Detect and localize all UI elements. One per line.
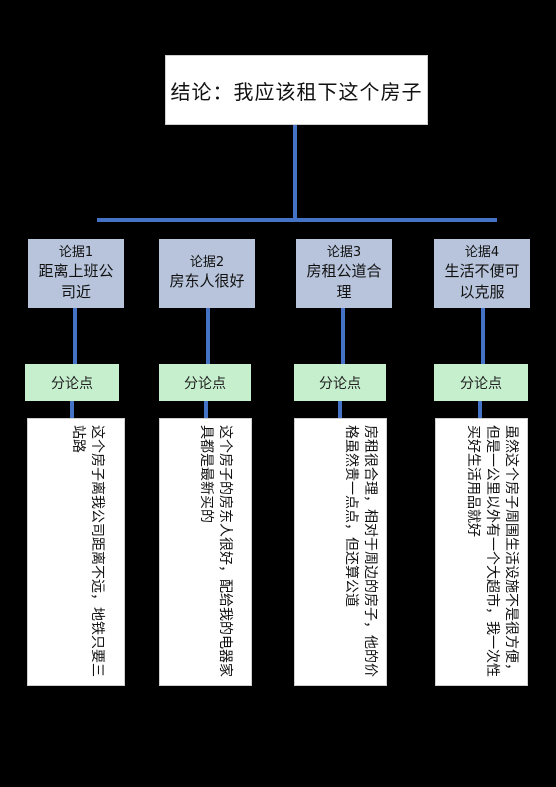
detail-text: 房租很合理，相对于周边的房子，他的价格虽然贵一点点，但还算公道 xyxy=(343,425,378,677)
argument-number: 论据1 xyxy=(58,244,94,260)
detail-text: 这个房子离我公司距离不远，地铁只要三站路 xyxy=(70,425,105,677)
conclusion-text: 结论：我应该租下这个房子 xyxy=(170,79,423,104)
detail-text: 这个房子的房东人很好，配给我的电器家具都是最新买的 xyxy=(198,425,233,677)
argument-title: 房租公道合理 xyxy=(306,261,382,301)
connector-sub-to-detail-4 xyxy=(478,401,482,418)
subpoint-box-2: 分论点 xyxy=(159,364,251,401)
connector-sub-to-detail-1 xyxy=(70,401,74,418)
connector-trunk xyxy=(293,125,297,220)
connector-arg-to-sub-2 xyxy=(206,308,210,364)
argument-number: 论据3 xyxy=(326,244,362,260)
detail-box-3: 房租很合理，相对于周边的房子，他的价格虽然贵一点点，但还算公道 xyxy=(294,418,387,686)
detail-box-4: 虽然这个房子周围生活设施不是很方便，但是一公里以外有一个大超市，我一次性买好生活… xyxy=(435,418,528,686)
subpoint-label: 分论点 xyxy=(319,375,361,392)
argument-title: 房东人很好 xyxy=(169,272,245,290)
connector-arg-to-sub-1 xyxy=(73,308,77,364)
subpoint-box-3: 分论点 xyxy=(294,364,386,401)
argument-box-1: 论据1 距离上班公司近 xyxy=(28,239,124,308)
argument-number: 论据2 xyxy=(189,255,225,270)
conclusion-box: 结论：我应该租下这个房子 xyxy=(165,55,428,125)
argument-box-4: 论据4 生活不便可以克服 xyxy=(434,239,530,308)
subpoint-label: 分论点 xyxy=(460,375,502,392)
detail-box-2: 这个房子的房东人很好，配给我的电器家具都是最新买的 xyxy=(159,418,252,686)
argument-number: 论据4 xyxy=(464,244,500,260)
connector-sub-to-detail-3 xyxy=(338,401,342,418)
argument-box-2: 论据2 房东人很好 xyxy=(159,239,255,308)
argument-box-3: 论据3 房租公道合理 xyxy=(296,239,392,308)
subpoint-label: 分论点 xyxy=(51,375,93,392)
connector-arg-to-sub-3 xyxy=(341,308,345,364)
argument-title: 生活不便可以克服 xyxy=(444,261,520,301)
connector-sub-to-detail-2 xyxy=(204,401,208,418)
detail-box-1: 这个房子离我公司距离不远，地铁只要三站路 xyxy=(27,418,125,686)
argument-title: 距离上班公司近 xyxy=(38,261,114,301)
detail-text: 虽然这个房子周围生活设施不是很方便，但是一公里以外有一个大超市，我一次性买好生活… xyxy=(465,425,519,677)
subpoint-label: 分论点 xyxy=(184,375,226,392)
connector-horizontal-bar xyxy=(97,218,497,222)
subpoint-box-1: 分论点 xyxy=(25,364,119,401)
subpoint-box-4: 分论点 xyxy=(434,364,528,401)
connector-arg-to-sub-4 xyxy=(481,308,485,364)
